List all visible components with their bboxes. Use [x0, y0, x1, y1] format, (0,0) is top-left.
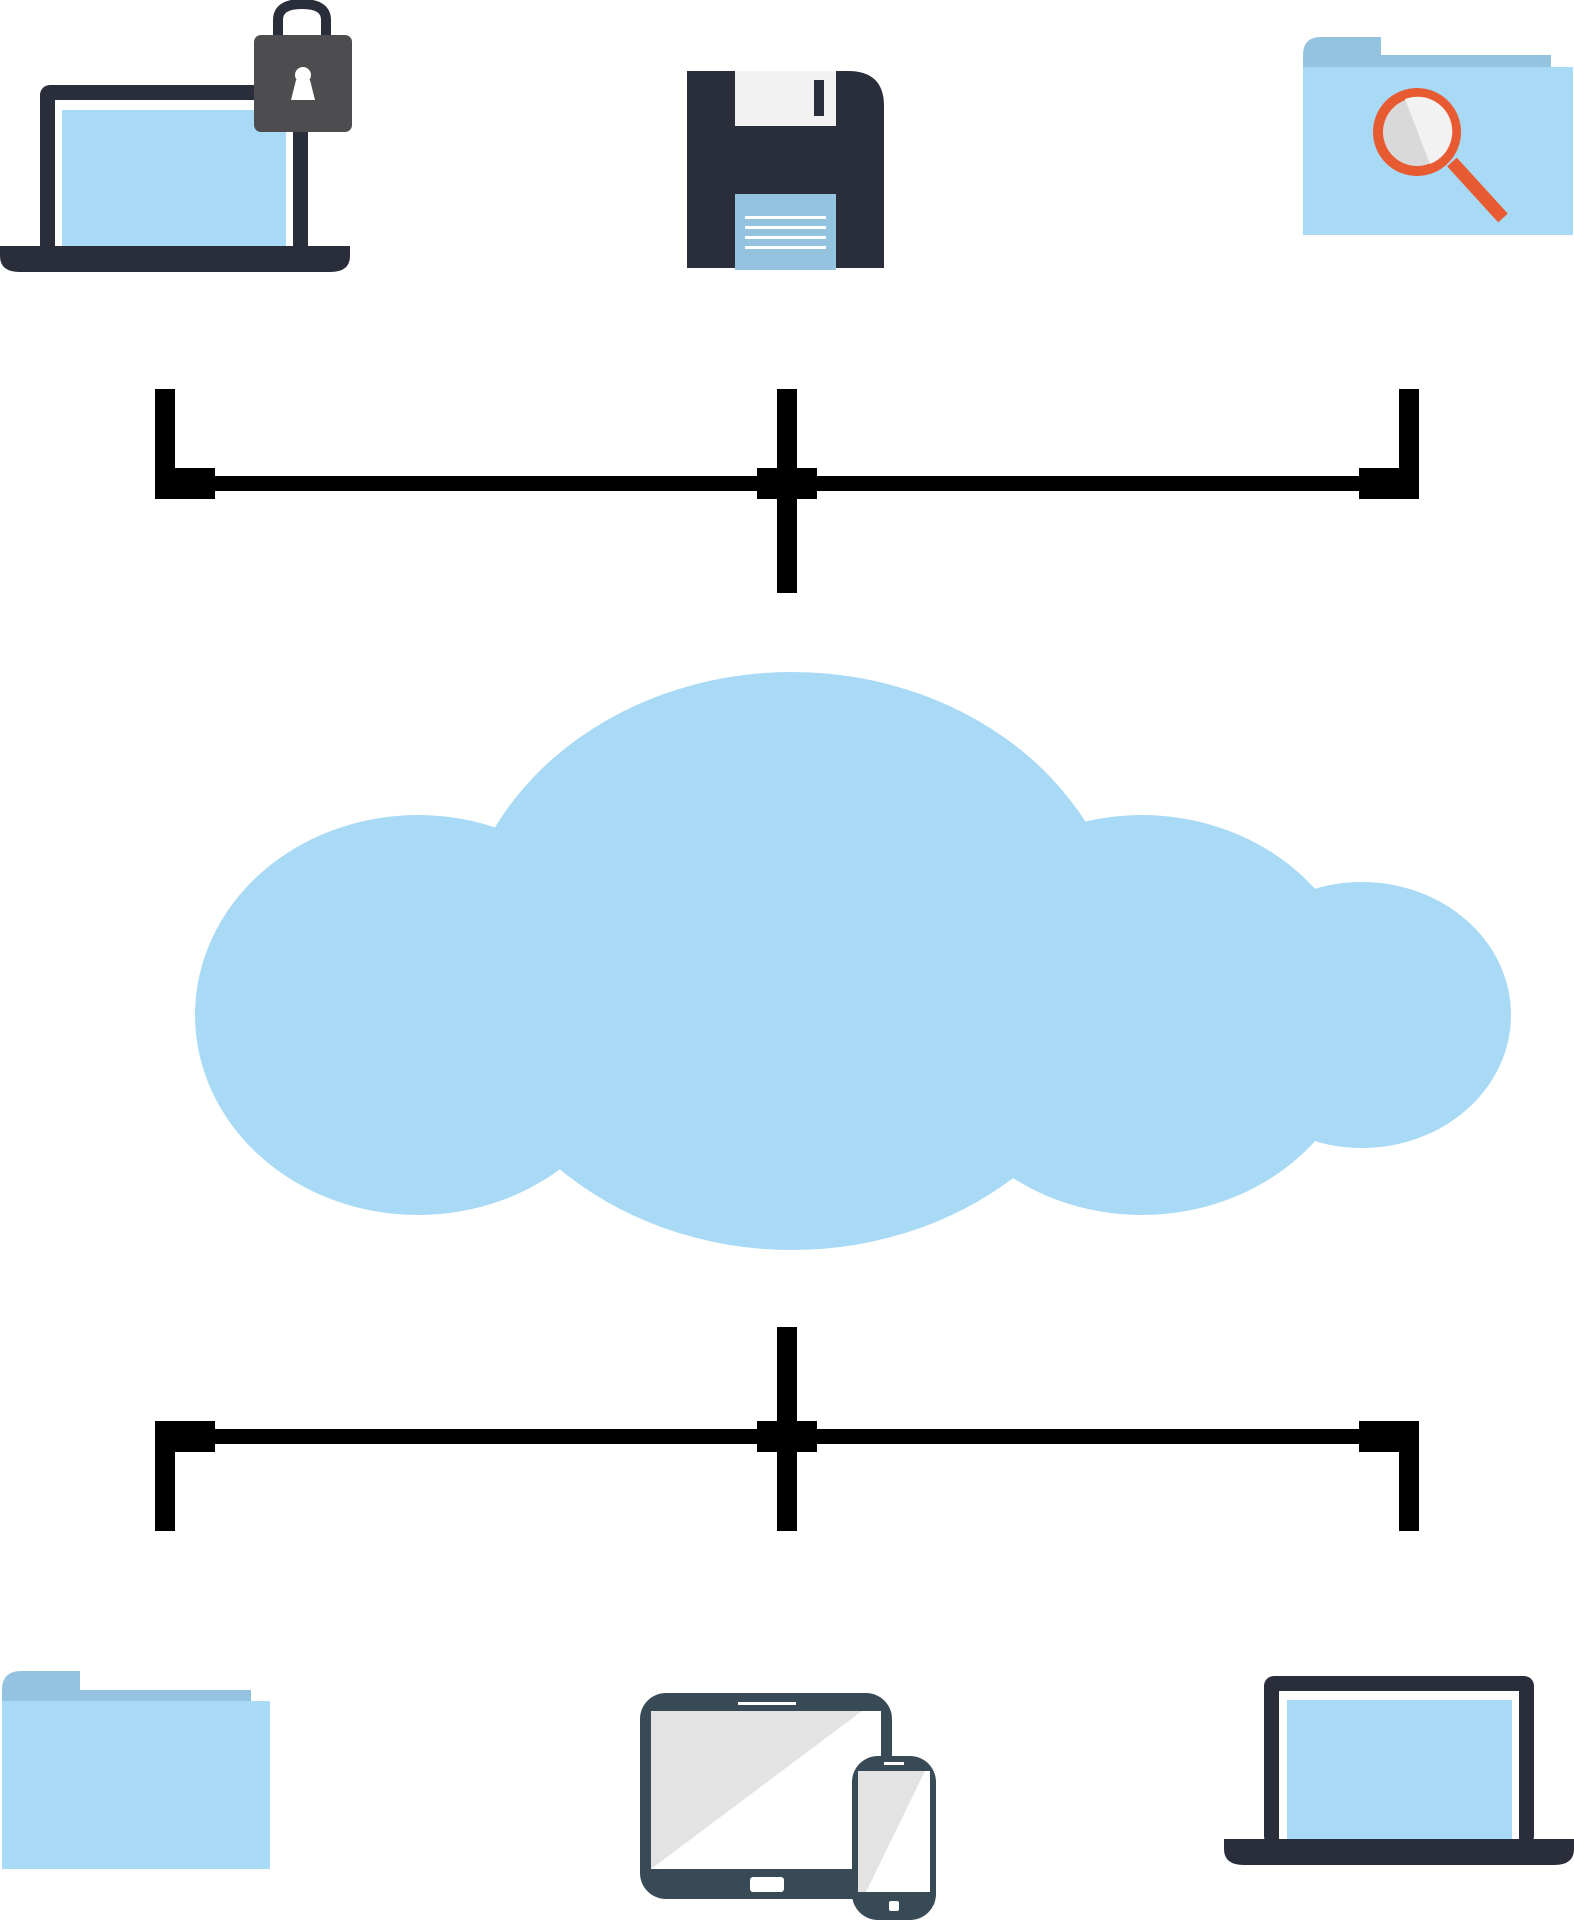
folder-icon	[2, 1671, 270, 1869]
tablet-icon	[640, 1693, 892, 1899]
bottom-connector	[155, 1327, 1419, 1531]
magnifier-icon	[1373, 88, 1508, 223]
phone-icon	[852, 1756, 936, 1920]
laptop-lock-icon	[0, 0, 352, 272]
floppy-disk-icon	[687, 71, 884, 270]
padlock-icon	[254, 0, 352, 132]
folder-search-icon	[1303, 37, 1573, 235]
tablet-phone-icon	[640, 1693, 936, 1920]
cloud-icon	[195, 672, 1511, 1250]
laptop-icon	[1224, 1676, 1574, 1865]
top-connector	[155, 389, 1419, 593]
